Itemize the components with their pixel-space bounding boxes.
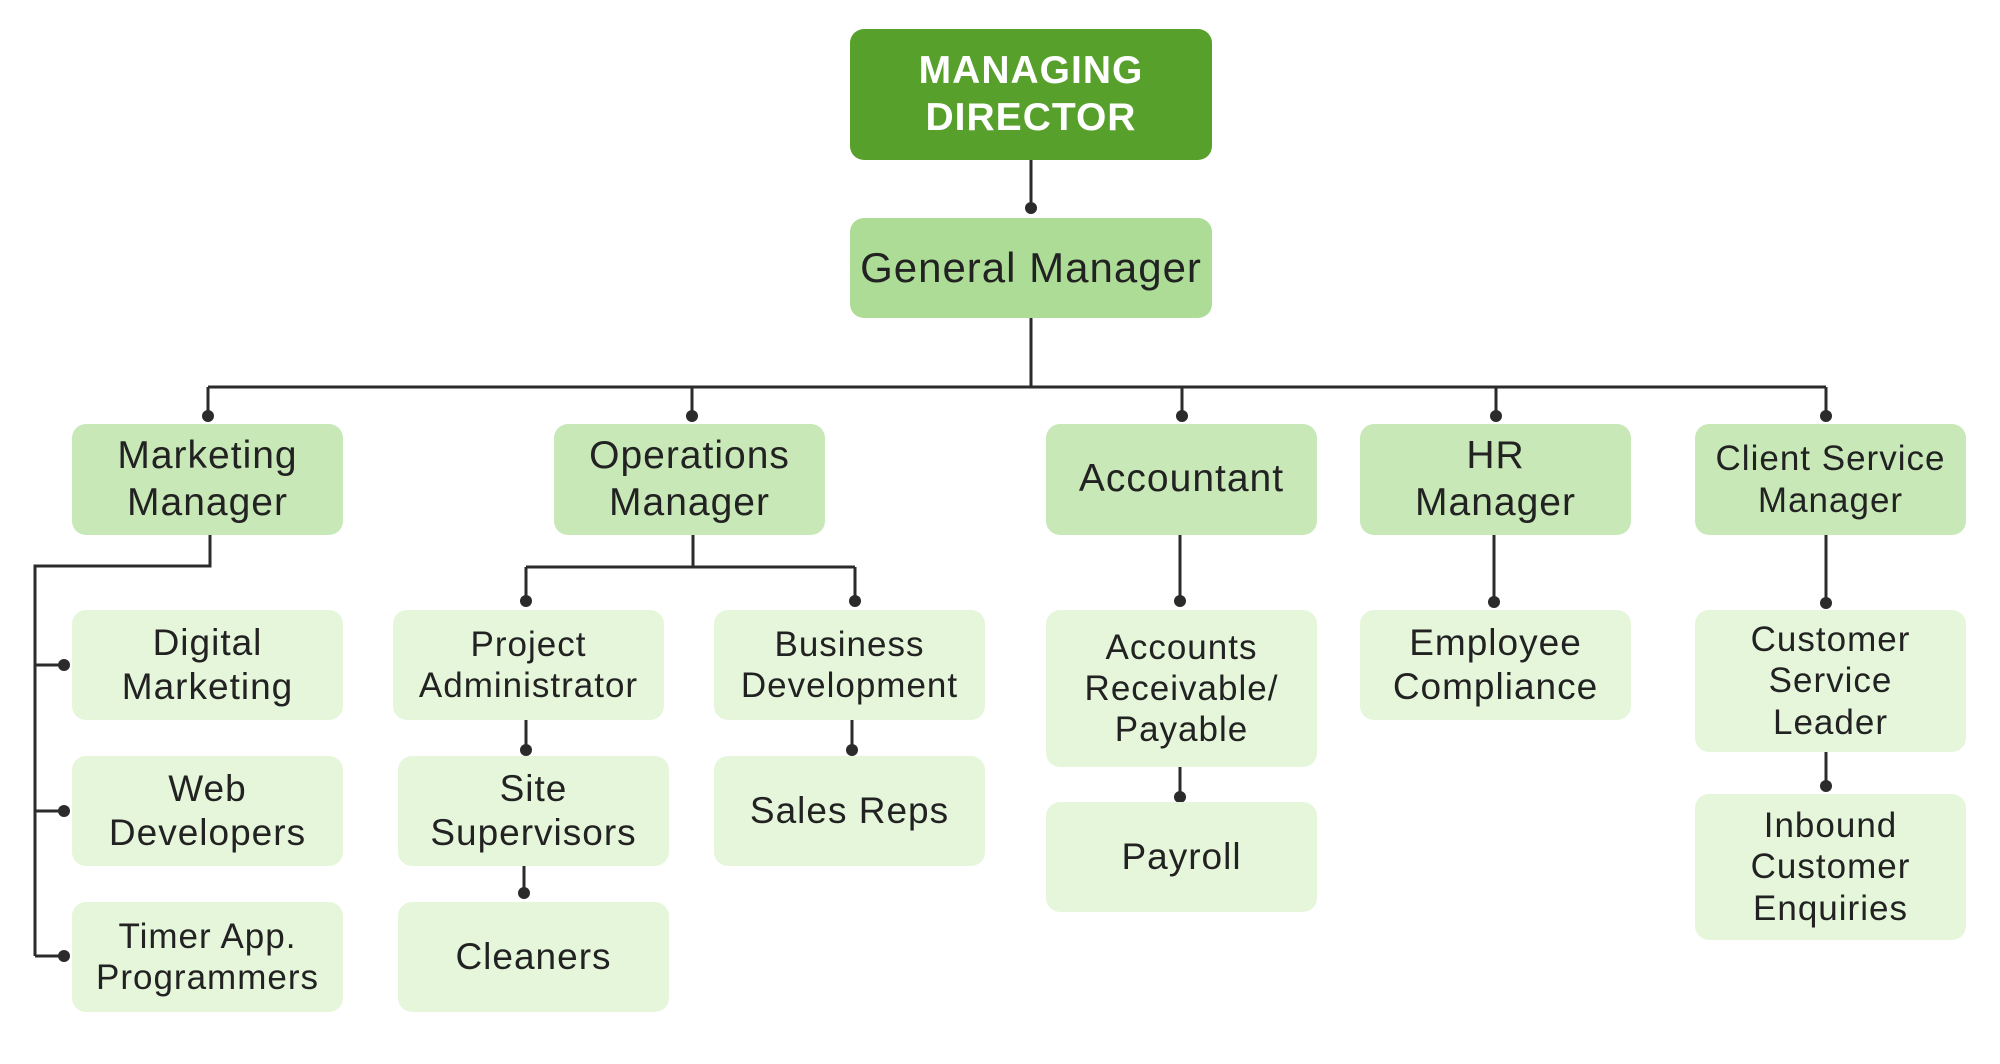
node-sales-reps: Sales Reps [714,756,985,866]
connector-dot [1176,410,1188,422]
node-general-manager: General Manager [850,218,1212,318]
node-project-administrator: Project Administrator [393,610,664,720]
connector-dot [520,744,532,756]
node-site-supervisors: Site Supervisors [398,756,669,866]
connector-dot [202,410,214,422]
node-cleaners: Cleaners [398,902,669,1012]
connector-dot [520,595,532,607]
connector-dot [1820,597,1832,609]
connector-dot [849,595,861,607]
node-managing-director: MANAGING DIRECTOR [850,29,1212,160]
connector-dot [1174,595,1186,607]
connector-dot [686,410,698,422]
connector-dot [518,887,530,899]
connector-dot [1025,202,1037,214]
marketing-bracket-line [33,535,212,956]
connector-dot [846,744,858,756]
node-accountant: Accountant [1046,424,1317,535]
node-client-service-manager: Client Service Manager [1695,424,1966,535]
node-web-developers: Web Developers [72,756,343,866]
node-business-development: Business Development [714,610,985,720]
node-accounts-receivable-payable: Accounts Receivable/ Payable [1046,610,1317,767]
node-hr-manager: HR Manager [1360,424,1631,535]
node-timer-app-programmers: Timer App. Programmers [72,902,343,1012]
connector-dot [1488,596,1500,608]
node-digital-marketing: Digital Marketing [72,610,343,720]
connector-dot [1820,780,1832,792]
node-payroll: Payroll [1046,802,1317,912]
connector-dot [58,805,70,817]
node-customer-service-leader: Customer Service Leader [1695,610,1966,752]
connector-dot [58,659,70,671]
connector-dot [1174,791,1186,803]
node-employee-compliance: Employee Compliance [1360,610,1631,720]
connector-dot [1490,410,1502,422]
node-operations-manager: Operations Manager [554,424,825,535]
connector-dot [58,950,70,962]
node-marketing-manager: Marketing Manager [72,424,343,535]
connector-dot [1820,410,1832,422]
node-inbound-customer-enquiries: Inbound Customer Enquiries [1695,794,1966,940]
